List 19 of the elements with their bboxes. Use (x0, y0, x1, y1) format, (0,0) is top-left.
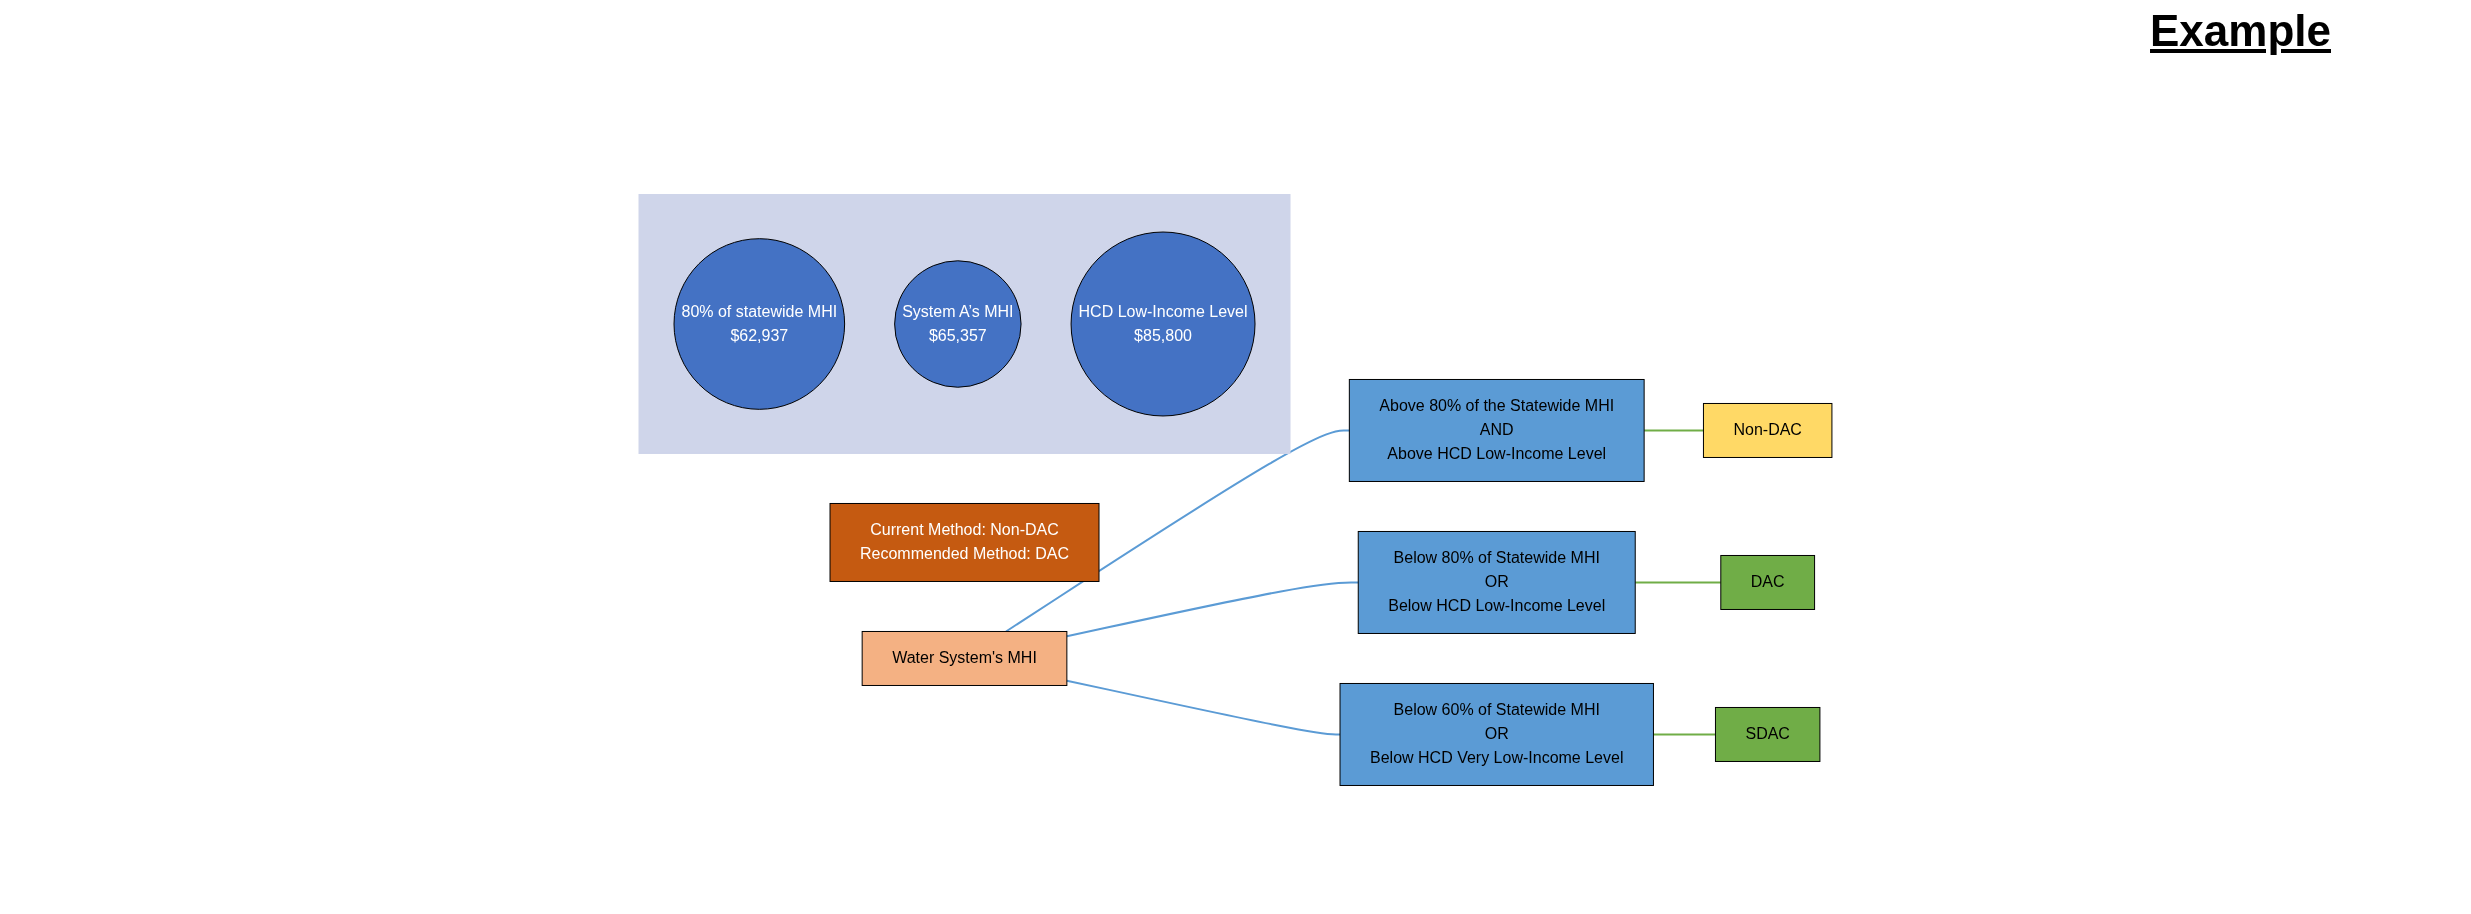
node-circle: HCD Low-Income Level $85,800 (1070, 231, 1256, 417)
title: Example (2150, 6, 2331, 56)
node-box: Above 80% of the Statewide MHI AND Above HCD Low-Income Level (1348, 379, 1645, 482)
node-box: Water System's MHI (861, 631, 1068, 686)
node-box: Non-DAC (1703, 403, 1833, 458)
node-box: Below 60% of Statewide MHI OR Below HCD Very Low-Income Level (1339, 683, 1654, 786)
connector (1005, 429, 1351, 633)
connector (1634, 581, 1722, 584)
node-circle: System A’s MHI $65,357 (894, 260, 1022, 388)
node-box: Below 80% of Statewide MHI OR Below HCD Low-Income Level (1357, 531, 1636, 634)
node-box: Current Method: Non-DAC Recommended Method: DAC (829, 503, 1100, 582)
connector (1652, 733, 1717, 736)
connector (1065, 581, 1360, 638)
connector (1643, 429, 1705, 432)
node-box: DAC (1720, 555, 1816, 610)
node-box: SDAC (1715, 707, 1821, 762)
cluster (638, 194, 1291, 454)
connector (1065, 679, 1342, 736)
node-circle: 80% of statewide MHI $62,937 (673, 238, 846, 410)
